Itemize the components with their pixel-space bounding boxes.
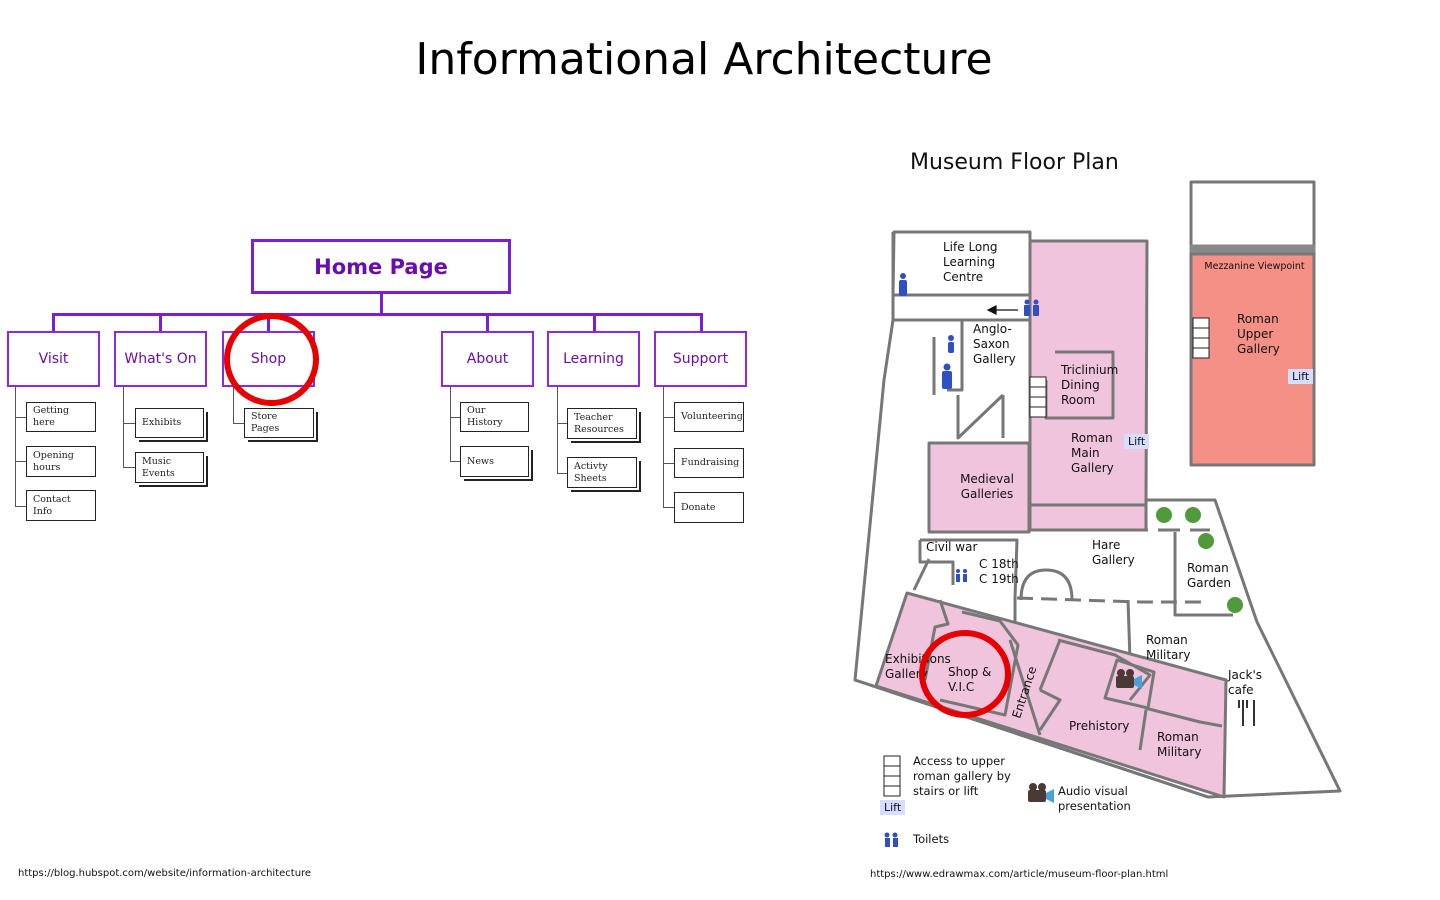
- roman-main-gallery-annex: [1028, 503, 1148, 532]
- room-label-hare: Hare Gallery: [1092, 538, 1135, 567]
- node-contact-info: Contact Info: [26, 490, 96, 521]
- roman-upper-gallery-room: [1189, 252, 1316, 467]
- connector: [15, 387, 16, 507]
- floor-plan-title: Museum Floor Plan: [910, 150, 1119, 175]
- node-store-pages: Store Pages: [244, 408, 314, 438]
- room-label-anglo-saxon: Anglo-Saxon Gallery: [973, 322, 1016, 366]
- legend-audio: Audio visual presentation: [1058, 784, 1131, 813]
- connector: [15, 461, 26, 462]
- room-label-c19: C 19th: [979, 572, 1019, 586]
- connector: [15, 506, 26, 507]
- node-news: News: [460, 446, 529, 477]
- connector: [663, 507, 674, 508]
- node-opening-hours: Opening hours: [26, 446, 96, 477]
- connector: [233, 387, 234, 424]
- room-label-c18: C 18th: [979, 557, 1019, 571]
- connector: [486, 313, 489, 331]
- connector: [663, 387, 664, 508]
- node-support: Support: [654, 331, 747, 387]
- connector: [593, 313, 596, 331]
- connector: [700, 313, 703, 331]
- room-label-prehistory: Prehistory: [1069, 719, 1130, 733]
- lift-tag-main: Lift: [1124, 434, 1150, 449]
- room-label-life-long: Life Long Learning Centre: [943, 240, 998, 284]
- floor-plan-source: https://www.edrawmax.com/article/museum-…: [870, 869, 1169, 880]
- connector: [557, 423, 567, 424]
- node-teacher-resources: Teacher Resources: [567, 408, 637, 439]
- node-whats-on: What's On: [114, 331, 207, 387]
- node-about: About: [441, 331, 534, 387]
- room-label-triclinium: Triclinium Dining Room: [1061, 363, 1119, 407]
- room-label-roman-garden: Roman Garden: [1187, 561, 1231, 590]
- connector: [663, 463, 674, 464]
- connector: [52, 313, 702, 316]
- node-donate: Donate: [674, 492, 744, 523]
- node-getting-here: Getting here: [26, 402, 96, 432]
- lift-tag-upper: Lift: [1288, 369, 1314, 384]
- cafe-icon: [1238, 700, 1255, 726]
- node-our-history: Our History: [460, 402, 529, 432]
- connector: [52, 313, 55, 331]
- room-label-roman-upper: Roman Upper Gallery: [1237, 312, 1280, 356]
- room-label-mezzanine: Mezzanine Viewpoint: [1204, 261, 1305, 272]
- legend-lift: Lift: [880, 800, 906, 815]
- node-exhibits: Exhibits: [135, 408, 204, 438]
- connector: [450, 417, 460, 418]
- shop-highlight-ring: [224, 313, 319, 406]
- sitemap-source: https://blog.hubspot.com/website/informa…: [18, 868, 312, 879]
- camera-icons: [1028, 669, 1142, 803]
- medieval-galleries-room: [927, 441, 1031, 534]
- page-title: Informational Architecture: [415, 34, 993, 85]
- connector: [450, 461, 460, 462]
- node-volunteering: Volunteering: [674, 402, 744, 432]
- node-fundraising: Fundraising: [674, 448, 744, 478]
- room-label-jacks-cafe: Jack's cafe: [1228, 668, 1262, 697]
- connector: [557, 473, 567, 474]
- connector: [159, 313, 162, 331]
- room-label-roman-main: Roman Main Gallery: [1071, 431, 1114, 475]
- legend-access: Access to upper roman gallery by stairs …: [913, 754, 1011, 798]
- legend-toilets: Toilets: [913, 832, 950, 846]
- toilet-icons: [884, 273, 1039, 847]
- mezzanine-void: [1189, 180, 1316, 248]
- room-label-roman-military-1: Roman Military: [1146, 633, 1191, 662]
- node-activty-sheets: Activty Sheets: [567, 457, 637, 488]
- connector: [123, 387, 124, 468]
- connector: [557, 387, 558, 474]
- connector: [663, 417, 674, 418]
- room-label-civil-war: Civil war: [926, 540, 978, 554]
- shop-floorplan-highlight-ring: [919, 630, 1011, 718]
- connector: [450, 387, 451, 462]
- node-visit: Visit: [7, 331, 100, 387]
- connector: [123, 467, 135, 468]
- room-label-roman-military-2: Roman Military: [1157, 730, 1202, 759]
- connector: [15, 417, 26, 418]
- connector: [380, 294, 383, 316]
- connector: [123, 423, 135, 424]
- node-learning: Learning: [547, 331, 640, 387]
- room-label-medieval: Medieval Galleries: [960, 472, 1014, 501]
- plant-icons: [1156, 507, 1243, 613]
- home-page-node: Home Page: [251, 239, 511, 294]
- connector: [233, 423, 244, 424]
- node-music-events: Music Events: [135, 452, 204, 483]
